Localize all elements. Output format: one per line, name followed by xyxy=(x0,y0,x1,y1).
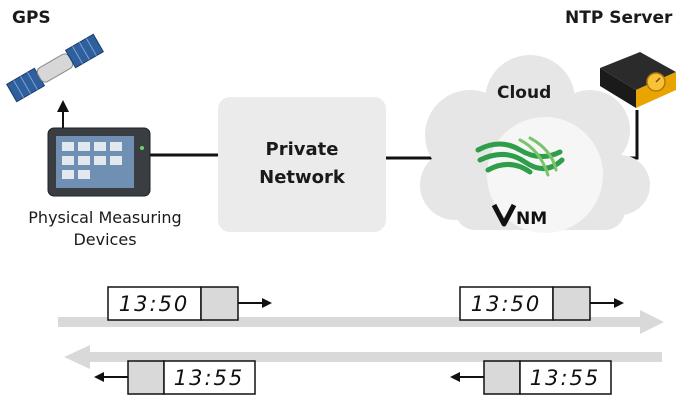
timestamp-top-left: 13:50 xyxy=(119,292,190,316)
packet-bottom-right xyxy=(450,360,612,395)
vnm-logo xyxy=(475,136,565,227)
private-network-label: Private Network xyxy=(218,136,386,192)
devices-line2: Devices xyxy=(73,230,137,249)
packet-top-left xyxy=(107,286,272,321)
devices-label: Physical Measuring Devices xyxy=(0,207,210,251)
timestamp-bottom-right: 13:55 xyxy=(530,366,601,390)
ntp-server-icon xyxy=(600,52,676,108)
gps-label: GPS xyxy=(12,8,51,28)
forward-timeline xyxy=(58,310,664,334)
packet-top-right xyxy=(459,286,624,321)
devices-line1: Physical Measuring xyxy=(28,208,182,227)
private-network-box xyxy=(218,97,386,232)
gps-antenna-arrow xyxy=(57,100,69,112)
vnm-logo-text: NM xyxy=(516,209,547,229)
cloud-label: Cloud xyxy=(497,83,552,103)
return-timeline xyxy=(64,345,662,369)
timestamp-top-right: 13:50 xyxy=(471,292,542,316)
timestamp-bottom-left: 13:55 xyxy=(174,366,245,390)
ntp-server-label: NTP Server xyxy=(565,8,673,28)
packet-bottom-left xyxy=(94,360,256,395)
measuring-device-icon xyxy=(47,127,151,197)
private-network-line1: Private xyxy=(265,139,339,160)
private-network-line2: Network xyxy=(259,167,345,188)
satellite-icon xyxy=(6,33,104,103)
